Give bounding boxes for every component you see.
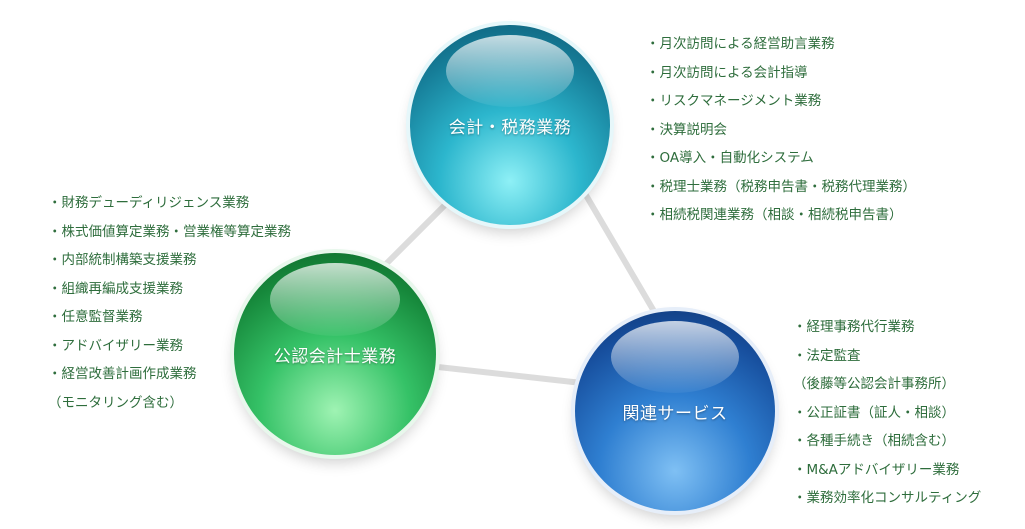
list-item: ・月次訪問による会計指導 [646, 64, 808, 81]
list-item: ・OA導入・自動化システム [646, 150, 814, 166]
tax-accounting-list: ・月次訪問による経営助言業務 ・月次訪問による会計指導 ・リスクマネージメント業… [646, 30, 916, 230]
list-item: （後藤等公認会計事務所） [793, 376, 955, 392]
related-services-list: ・経理事務代行業務 ・法定監査 （後藤等公認会計事務所） ・公正証書（証人・相談… [793, 313, 981, 513]
cpa-services-label: 公認会計士業務 [273, 346, 397, 367]
list-item: ・アドバイザリー業務 [48, 337, 183, 354]
cpa-services-circle: 公認会計士業務 [234, 253, 436, 455]
list-item: ・経営改善計画作成業務 [48, 366, 197, 382]
related-services-circle: 関連サービス [575, 311, 775, 511]
list-item: ・M&Aアドバイザリー業務 [793, 461, 960, 478]
list-item: ・株式価値算定業務・営業権等算定業務 [48, 223, 291, 240]
tax-accounting-label: 会計・税務業務 [448, 117, 572, 138]
cpa-services-list: ・財務デューディリジェンス業務 ・株式価値算定業務・営業権等算定業務 ・内部統制… [48, 189, 291, 417]
connector-tax-services [577, 182, 668, 333]
list-item: ・公正証書（証人・相談） [793, 404, 955, 421]
list-item: ・財務デューディリジェンス業務 [48, 195, 250, 211]
list-item: ・内部統制構築支援業務 [48, 252, 197, 268]
list-item: ・経理事務代行業務 [793, 319, 915, 335]
list-item: ・相続税関連業務（相談・相続税申告書） [646, 207, 903, 223]
connector-cpa-services [417, 362, 603, 388]
list-item: （モニタリング含む） [48, 394, 183, 411]
list-item: ・決算説明会 [646, 121, 727, 138]
tax-accounting-circle: 会計・税務業務 [410, 25, 610, 225]
related-services-label: 関連サービス [622, 403, 728, 424]
list-item: ・リスクマネージメント業務 [646, 93, 822, 109]
list-item: ・月次訪問による経営助言業務 [646, 36, 835, 52]
list-item: ・任意監督業務 [48, 309, 143, 325]
list-item: ・組織再編成支援業務 [48, 280, 183, 297]
list-item: ・各種手続き（相続含む） [793, 433, 955, 449]
list-item: ・法定監査 [793, 347, 861, 364]
list-item: ・業務効率化コンサルティング [793, 490, 982, 506]
list-item: ・税理士業務（税務申告書・税務代理業務） [646, 178, 916, 195]
